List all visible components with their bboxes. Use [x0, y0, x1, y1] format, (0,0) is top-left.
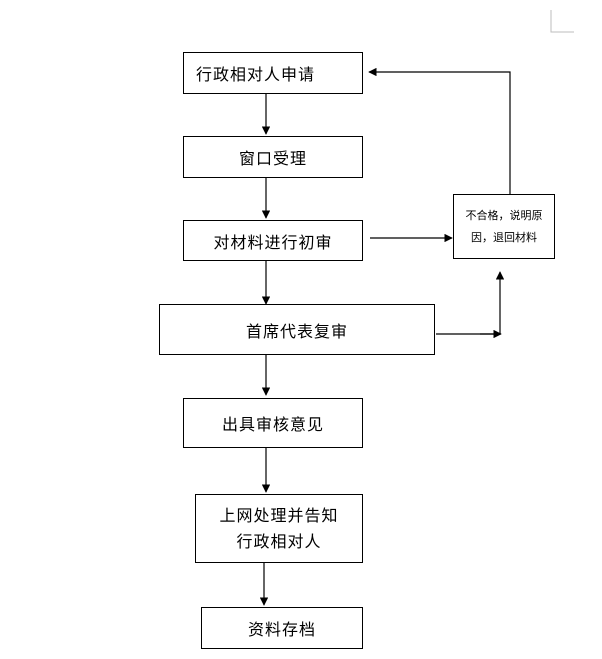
step-review-opinion-label: 出具审核意见: [221, 415, 324, 434]
step-archive: 资料存档: [201, 607, 363, 649]
step-chief-review-label: 首席代表复审: [245, 321, 348, 341]
step-preliminary-review-label: 对材料进行初审: [213, 232, 333, 252]
step-archive-label: 资料存档: [247, 620, 316, 639]
step-window-accept: 窗口受理: [183, 136, 363, 178]
reject-box: 不合格，说明原 因，退回材料: [453, 194, 555, 259]
reject-line-2: 因，退回材料: [471, 230, 537, 244]
step-preliminary-review: 对材料进行初审: [183, 220, 363, 261]
step-window-accept-label: 窗口受理: [238, 149, 307, 168]
step-online-notify: 上网处理并告知 行政相对人: [195, 494, 363, 563]
arrow-reject-to-apply: [368, 67, 511, 194]
step-apply-label: 行政相对人申请: [196, 65, 316, 84]
step-review-opinion: 出具审核意见: [183, 398, 363, 448]
step-chief-review: 首席代表复审: [159, 304, 435, 355]
step-online-notify-line-2: 行政相对人: [236, 531, 322, 551]
step-apply: 行政相对人申请: [183, 52, 363, 94]
step-online-notify-line-1: 上网处理并告知: [219, 505, 339, 525]
reject-line-1: 不合格，说明原: [465, 208, 543, 222]
